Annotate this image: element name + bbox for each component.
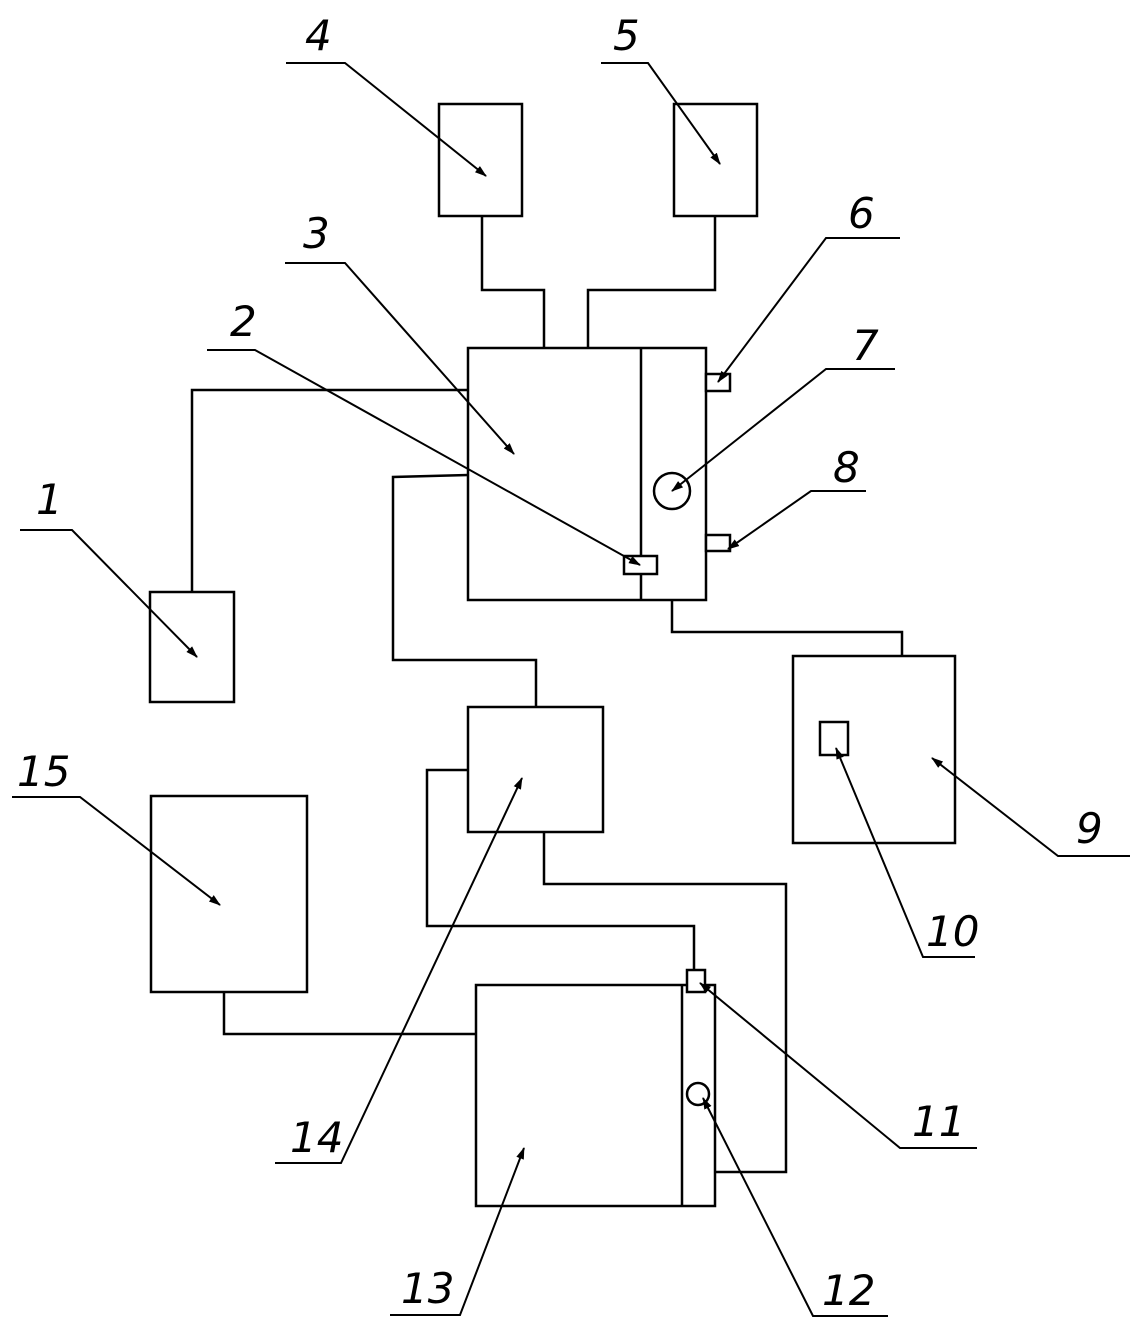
label-10: 10 <box>926 907 979 956</box>
pipe-14-to-13 <box>542 832 788 1174</box>
leader-12 <box>702 1097 888 1317</box>
labels: 1 2 3 4 5 6 7 8 9 10 11 12 13 14 15 <box>17 11 1103 1315</box>
leader-1 <box>20 529 198 658</box>
leader-4 <box>286 62 487 177</box>
leader-13 <box>390 1147 525 1316</box>
part-10 <box>818 720 850 757</box>
label-13: 13 <box>401 1264 454 1313</box>
part-8 <box>704 533 732 553</box>
label-7: 7 <box>852 321 879 370</box>
leader-14 <box>275 777 523 1164</box>
leader-15 <box>12 796 221 906</box>
label-8: 8 <box>833 443 860 492</box>
label-5: 5 <box>613 11 640 60</box>
pipe-1-to-3 <box>190 388 468 592</box>
label-14: 14 <box>290 1113 343 1162</box>
leader-6 <box>717 237 900 383</box>
leader-5 <box>601 62 721 165</box>
leader-3 <box>285 262 515 455</box>
box-9 <box>791 654 957 845</box>
box-14 <box>466 705 605 834</box>
pipe-14-to-11 <box>425 768 696 970</box>
leader-8 <box>727 490 866 550</box>
box-1 <box>148 590 236 704</box>
pipe-15-to-13 <box>222 992 476 1036</box>
label-4: 4 <box>305 11 332 60</box>
label-6: 6 <box>848 189 875 238</box>
leader-9 <box>931 757 1130 857</box>
leader-11 <box>699 982 977 1149</box>
connection-lines <box>190 216 904 1174</box>
box-15 <box>149 794 309 994</box>
part-6 <box>704 372 732 393</box>
label-15: 15 <box>17 747 70 796</box>
leader-7 <box>671 368 895 492</box>
pipe-5-to-3 <box>586 216 717 348</box>
part-11 <box>685 968 707 994</box>
leader-2 <box>207 349 641 566</box>
components <box>148 102 957 1208</box>
label-1: 1 <box>36 475 63 524</box>
pipe-4-to-3 <box>480 216 546 348</box>
box-4 <box>437 102 524 218</box>
label-3: 3 <box>303 209 330 258</box>
label-11: 11 <box>912 1097 965 1146</box>
leader-lines <box>12 62 1130 1317</box>
box-5 <box>672 102 759 218</box>
box-13-main <box>474 983 717 1208</box>
pipe-3-to-14 <box>391 473 538 707</box>
label-9: 9 <box>1076 804 1103 853</box>
label-12: 12 <box>822 1266 875 1315</box>
label-2: 2 <box>230 297 257 346</box>
leader-10 <box>835 747 975 958</box>
pipe-3-to-9 <box>670 600 904 656</box>
